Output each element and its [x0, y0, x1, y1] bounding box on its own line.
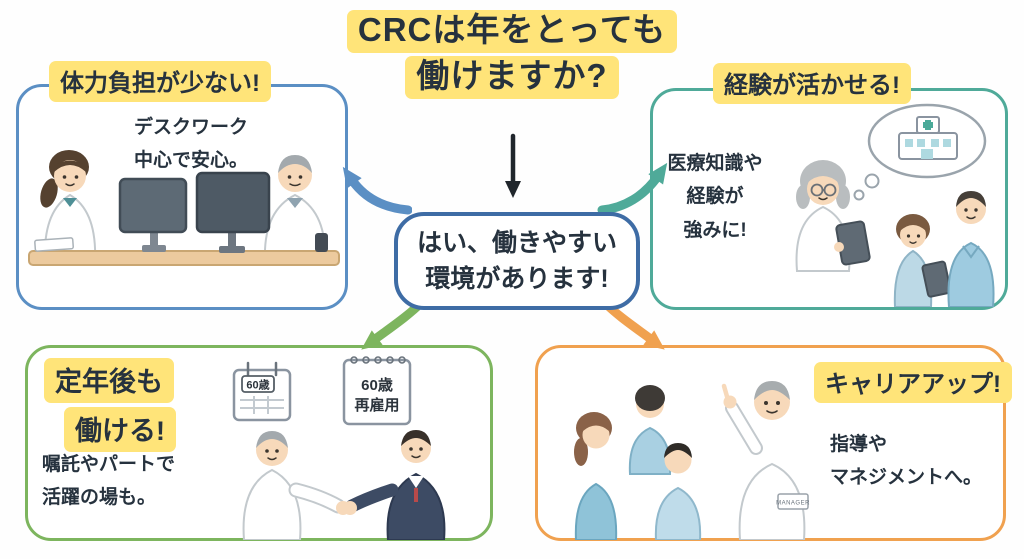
panel-physical-burden: 体力負担が少ない! デスクワーク 中心で安心。: [16, 61, 348, 310]
body-line: 経験が: [686, 186, 744, 208]
calendar-icon: 60歳: [232, 361, 292, 422]
female-staff-figure: [40, 150, 97, 262]
body-line: 医療知識や: [667, 153, 763, 174]
body-line: 嘱託やパートで: [42, 454, 176, 475]
arrow-to-physical-panel-icon: [342, 166, 412, 215]
tablet-icon: [921, 260, 952, 298]
manager-figure: MANAGER: [721, 381, 810, 540]
reemployment-document-icon: 60歳 再雇用: [342, 356, 412, 426]
heading-line: 定年後も: [44, 358, 174, 403]
deskwork-illustration: [28, 150, 340, 266]
body-line: 中心で安心。: [133, 150, 248, 172]
team-member-male-back-figure: [628, 385, 672, 475]
document-line-1: 60歳: [361, 376, 393, 394]
young-male-figure: [947, 191, 995, 307]
hospital-icon: [898, 116, 958, 160]
reemployment-illustration: 60歳 60歳 再雇用: [232, 356, 446, 540]
down-arrow-icon: [505, 133, 521, 198]
body-line: 活躍の場も。: [42, 487, 157, 509]
pointing-finger: [721, 383, 731, 403]
physical-panel-body: デスクワーク 中心で安心。: [103, 111, 279, 178]
monitor-icon: [195, 171, 271, 253]
page-title: CRCは年をとっても 働けますか?: [0, 10, 1024, 99]
experience-illustration: [795, 103, 995, 307]
heading-line: 働ける!: [64, 407, 176, 452]
monitor-icon: [118, 177, 188, 252]
arrow-to-experience-panel-icon: [597, 162, 668, 215]
team-member-male-figure: [654, 443, 702, 540]
panel-retirement: 定年後も 働ける! 嘱託やパートで 活躍の場も。 60歳: [25, 345, 493, 541]
senior-female-figure: [795, 160, 871, 272]
body-line: デスクワーク: [133, 117, 248, 138]
panel-experience: 経験が活かせる! 医療知識や 経験が 強みに!: [650, 63, 1008, 310]
retirement-panel-body: 嘱託やパートで 活躍の場も。: [42, 448, 175, 515]
title-line-2: 働けますか?: [405, 55, 619, 99]
businessman-figure: [343, 430, 446, 540]
answer-bubble: はい、働きやすい 環境があります!: [394, 212, 640, 310]
young-female-figure: [893, 214, 952, 307]
team-member-female-figure: [574, 412, 618, 540]
manager-badge: MANAGER: [776, 493, 810, 510]
title-line-1: CRCは年をとっても: [346, 10, 678, 53]
calendar-label: 60歳: [246, 378, 269, 392]
mentoring-illustration: MANAGER: [574, 381, 810, 540]
senior-staff-figure: [263, 155, 327, 262]
body-line: 強みに!: [683, 219, 747, 241]
answer-line-2: 環境があります!: [425, 265, 609, 293]
senior-male-figure: [242, 431, 350, 540]
body-line: 指導や: [830, 434, 888, 455]
answer-line-1: はい、働きやすい: [416, 228, 617, 257]
career-panel-body: 指導や マネジメントへ。: [830, 428, 982, 495]
panel-career: キャリアアップ! 指導や マネジメントへ。: [535, 345, 1012, 541]
physical-panel-heading: 体力負担が少ない!: [49, 61, 271, 102]
career-panel-heading: キャリアアップ!: [814, 362, 1012, 403]
smartphone-icon: [315, 233, 328, 252]
desk: [28, 250, 340, 266]
manager-badge-label: MANAGER: [776, 501, 810, 507]
body-line: マネジメントへ。: [830, 467, 983, 489]
experience-panel-body: 医療知識や 経験が 強みに!: [653, 147, 777, 247]
experience-panel-heading: 経験が活かせる!: [713, 63, 911, 104]
papers-icon: [34, 237, 74, 252]
retirement-panel-heading: 定年後も 働ける!: [44, 358, 176, 452]
document-line-2: 再雇用: [354, 396, 399, 414]
